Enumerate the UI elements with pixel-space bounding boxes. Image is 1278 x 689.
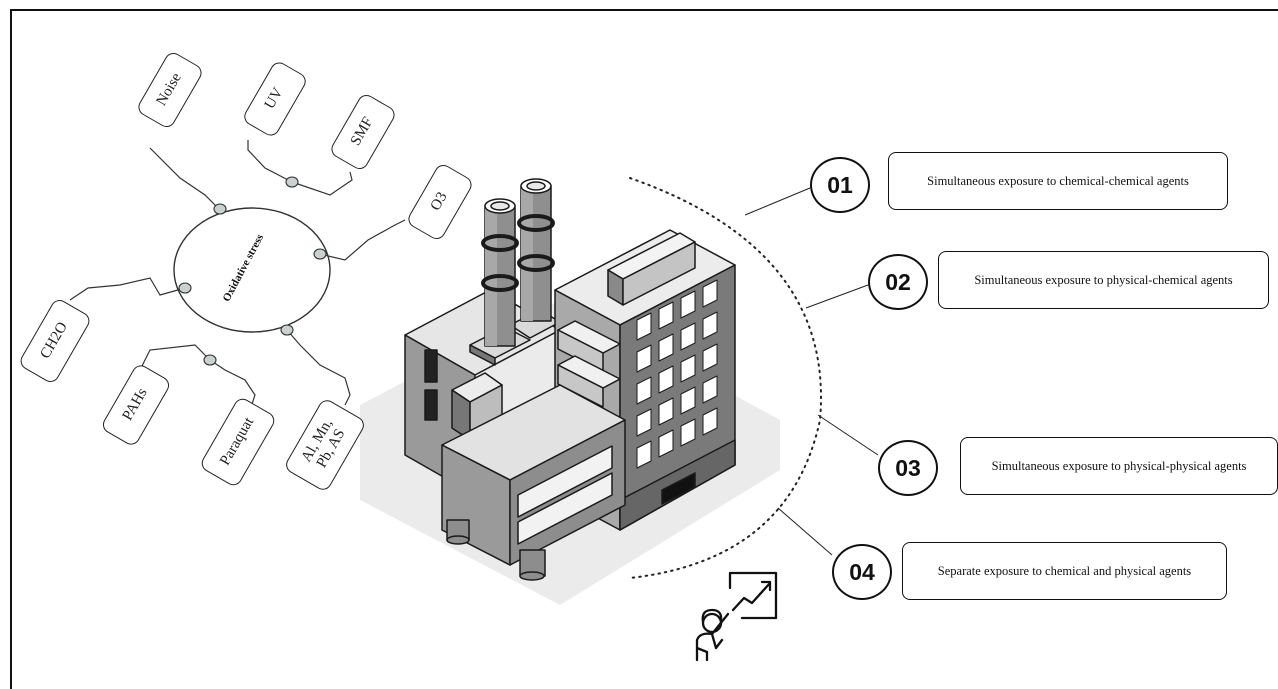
- figure-frame: [10, 9, 1278, 689]
- dotted-arc: [629, 177, 822, 579]
- exposure-box-04: Separate exposure to chemical and physic…: [902, 542, 1227, 600]
- exposure-number-03: 03: [878, 440, 938, 496]
- exposure-number-02: 02: [868, 254, 928, 310]
- diagram-canvas: [69, 140, 879, 662]
- leader-lines: [744, 187, 879, 556]
- exposure-box-03: Simultaneous exposure to physical-physic…: [960, 437, 1278, 495]
- agent-connectors: [69, 140, 406, 411]
- exposure-number-04: 04: [832, 544, 892, 600]
- presenter-chart-icon: [695, 571, 778, 662]
- oxidative-stress-ellipse: [173, 207, 331, 333]
- connector-dots: [178, 176, 327, 366]
- exposure-box-02: Simultaneous exposure to physical-chemic…: [938, 251, 1269, 309]
- exposure-number-01: 01: [810, 157, 870, 213]
- factory-icon: [404, 178, 736, 581]
- exposure-box-01: Simultaneous exposure to chemical-chemic…: [888, 152, 1228, 210]
